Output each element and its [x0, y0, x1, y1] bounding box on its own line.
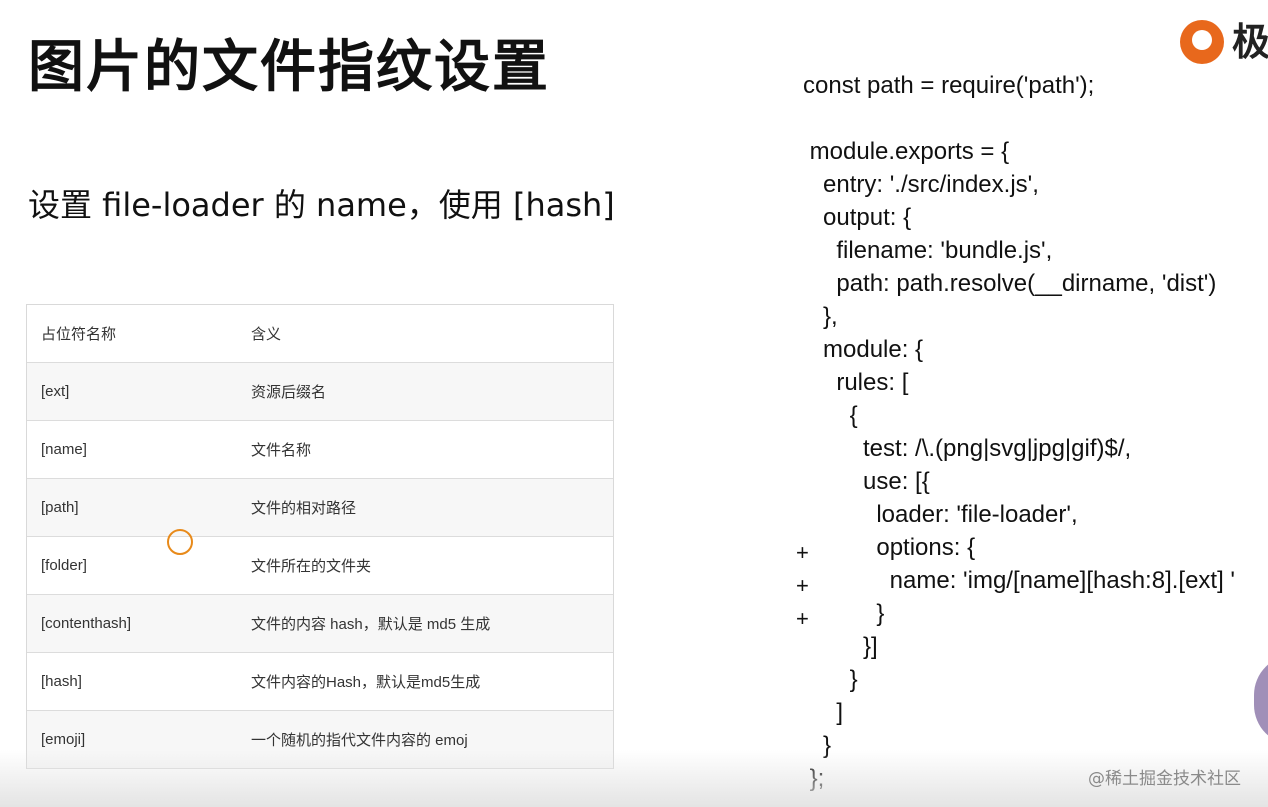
table-row: [name] 文件名称 [27, 421, 613, 479]
code-line: filename: 'bundle.js', [803, 237, 1053, 264]
table-row: [hash] 文件内容的Hash，默认是md5生成 [27, 653, 613, 711]
code-line: test: /\.(png|svg|jpg|gif)$/, [803, 435, 1132, 462]
table-cell-placeholder: [ext] [41, 383, 70, 400]
slide-subtitle: 设置 file-loader 的 name，使用 [hash] [28, 186, 615, 224]
code-line: }] [803, 633, 878, 660]
table-cell-meaning: 文件所在的文件夹 [251, 558, 372, 575]
code-line: { [803, 402, 858, 429]
table-cell-meaning: 文件的相对路径 [251, 500, 357, 517]
table-cell-placeholder: [emoji] [41, 731, 86, 748]
code-line: module: { [803, 336, 924, 363]
slide-title: 图片的文件指纹设置 [28, 35, 550, 100]
code-line: } [803, 732, 832, 759]
table-row: [ext] 资源后缀名 [27, 363, 613, 421]
code-line: output: { [803, 204, 912, 231]
diff-added-marker: + [796, 573, 809, 598]
placeholder-table: 占位符名称 含义 [ext] 资源后缀名 [name] 文件名称 [path] … [26, 304, 614, 769]
table-row: [path] 文件的相对路径 [27, 479, 613, 537]
brand-logo: 极 [1180, 20, 1268, 64]
diff-added-marker: + [796, 606, 809, 631]
code-line: options: { [803, 534, 976, 561]
table-header-meaning: 含义 [251, 326, 282, 343]
watermark: @稀土掘金技术社区 [1088, 769, 1241, 789]
code-line: ] [803, 699, 844, 726]
table-cell-placeholder: [folder] [41, 557, 87, 574]
table-cell-placeholder: [contenthash] [41, 615, 132, 632]
presenter-avatar [1254, 655, 1268, 745]
code-line: path: path.resolve(__dirname, 'dist') [803, 270, 1217, 297]
video-bottom-bar [0, 750, 1268, 807]
diff-added-marker: + [796, 540, 809, 565]
brand-logo-icon [1180, 20, 1224, 64]
table-header-name: 占位符名称 [41, 326, 117, 343]
table-cell-meaning: 一个随机的指代文件内容的 emoj [251, 732, 468, 749]
code-line: module.exports = { [803, 138, 1010, 165]
code-line: name: 'img/[name][hash:8].[ext] ' [803, 567, 1236, 594]
pointer-cursor-indicator [167, 529, 193, 555]
code-line: rules: [ [803, 369, 909, 396]
code-line: loader: 'file-loader', [803, 501, 1078, 528]
table-row: [contenthash] 文件的内容 hash，默认是 md5 生成 [27, 595, 613, 653]
code-line: const path = require('path'); [803, 72, 1095, 99]
brand-logo-text: 极 [1232, 20, 1268, 64]
table-cell-placeholder: [path] [41, 499, 79, 516]
code-line: entry: './src/index.js', [803, 171, 1039, 198]
code-line: } [803, 600, 885, 627]
code-line: }, [803, 303, 838, 330]
code-line: use: [{ [803, 468, 930, 495]
table-cell-placeholder: [name] [41, 441, 87, 458]
table-cell-placeholder: [hash] [41, 673, 82, 690]
table-cell-meaning: 文件名称 [251, 442, 312, 459]
table-cell-meaning: 文件的内容 hash，默认是 md5 生成 [251, 616, 491, 633]
table-row: [folder] 文件所在的文件夹 [27, 537, 613, 595]
table-cell-meaning: 资源后缀名 [251, 384, 327, 401]
code-line: } [803, 666, 858, 693]
table-header-row: 占位符名称 含义 [27, 305, 613, 363]
table-cell-meaning: 文件内容的Hash，默认是md5生成 [251, 674, 481, 691]
